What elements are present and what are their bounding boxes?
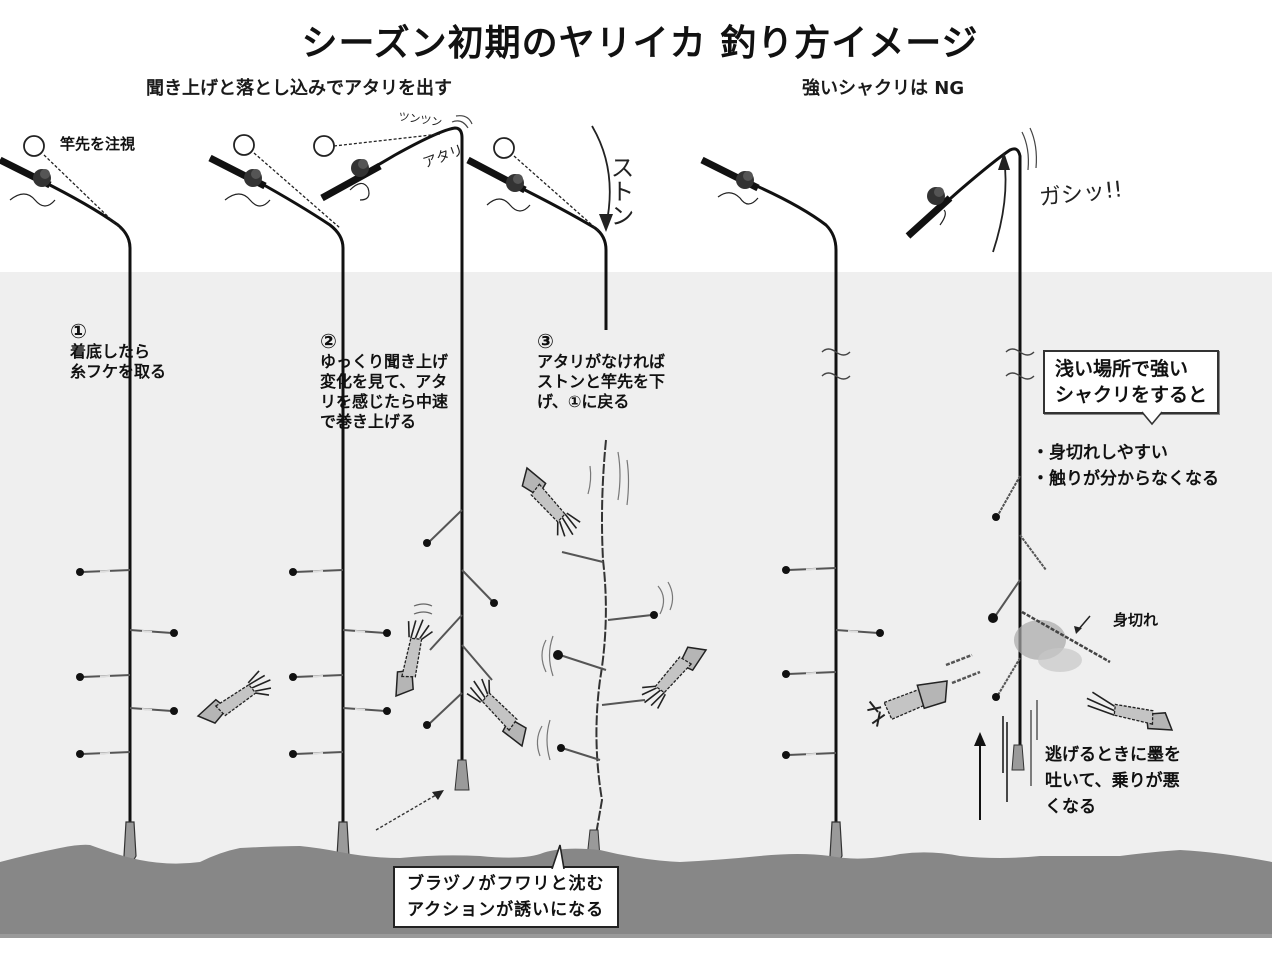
ng-bullet: ・身切れしやすい: [1032, 443, 1168, 463]
watch-tip-label: 竿先を注視: [60, 135, 136, 153]
step-3-line: ストンと竿先を下: [537, 372, 666, 391]
rod-3: [466, 125, 720, 859]
bottom-callout-line: アクションが誘いになる: [407, 900, 605, 920]
ng-bullet: ・触りが分からなくなる: [1032, 469, 1219, 489]
ink-note-line: くなる: [1045, 797, 1096, 817]
step-2-line: 変化を見て、アタ: [320, 372, 448, 391]
step-1-number: ①: [70, 319, 87, 343]
seabed: [0, 844, 1272, 937]
bottom-callout-box: ブラヅノがフワリと沈む アクションが誘いになる: [393, 866, 619, 928]
ng-callout-box: 浅い場所で強い シャクリをすると: [1043, 350, 1220, 414]
ink-note: 逃げるときに墨を 吐いて、乗りが悪 くなる: [1045, 742, 1181, 820]
rod-4: [700, 156, 981, 863]
step-1-line: 着底したら: [70, 342, 151, 361]
ng-callout-line: 浅い場所で強い: [1055, 358, 1189, 380]
jerk-sound: ガシッ!!: [1038, 177, 1124, 211]
step-1-text: ① 着底したら 糸フケを取る: [70, 320, 166, 382]
step-2-text: ② ゆっくり聞き上げ 変化を見て、アタ リを感じたら中速 で巻き上げる: [320, 330, 448, 432]
body-cut-label: 身切れ: [1113, 611, 1159, 629]
diagram-title: シーズン初期のヤリイカ 釣り方イメージ: [301, 23, 979, 64]
step-2-number: ②: [320, 329, 337, 353]
ink-note-line: 吐いて、乗りが悪: [1045, 771, 1180, 791]
bottom-callout-line: ブラヅノがフワリと沈む: [407, 874, 605, 894]
rod-1: [0, 135, 179, 863]
bottom-callout-pointer: [551, 844, 565, 869]
drop-sound: ストン: [606, 155, 634, 227]
rod-2-raised: [313, 115, 534, 831]
rod-2: [189, 134, 392, 863]
shake-sound: ツンツン: [398, 110, 443, 129]
ng-bullets: ・身切れしやすい ・触りが分からなくなる: [1032, 440, 1219, 492]
ink-note-line: 逃げるときに墨を: [1045, 745, 1181, 765]
step-2-line: ゆっくり聞き上げ: [320, 352, 449, 371]
step-2-line: リを感じたら中速: [320, 392, 449, 411]
ata-sound: アタリ: [421, 142, 466, 171]
rod-5: [905, 127, 1174, 820]
step-3-line: アタリがなければ: [537, 352, 666, 371]
callout-pointer: [1141, 411, 1163, 426]
left-subtitle: 聞き上げと落とし込みでアタリを出す: [146, 78, 452, 99]
ng-callout-line: シャクリをすると: [1055, 384, 1208, 406]
step-2-line: で巻き上げる: [320, 412, 417, 431]
right-subtitle: 強いシャクリは NG: [802, 78, 965, 99]
step-3-number: ③: [537, 329, 554, 353]
step-1-line: 糸フケを取る: [70, 362, 167, 381]
step-3-line: げ、①に戻る: [537, 392, 630, 411]
step-3-text: ③ アタリがなければ ストンと竿先を下 げ、①に戻る: [537, 330, 665, 412]
